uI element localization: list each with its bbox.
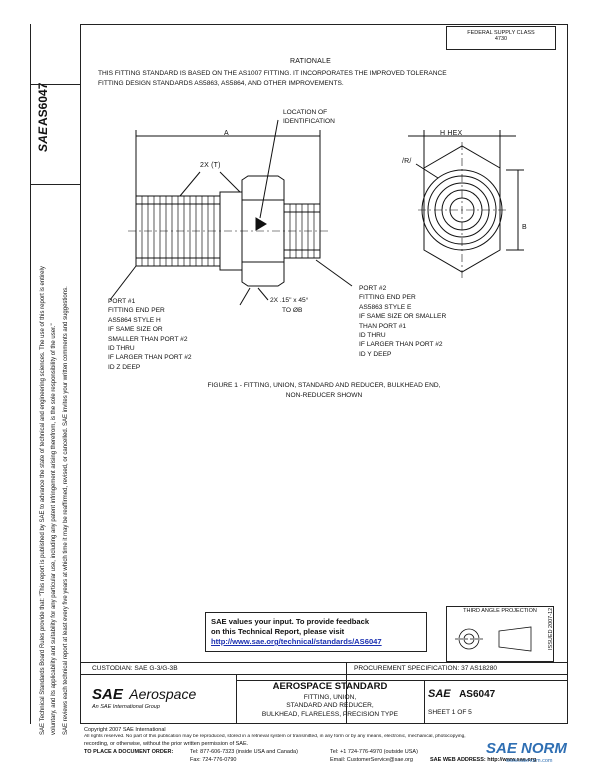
fitting-drawing (109, 119, 524, 306)
projection-box: THIRD ANGLE PROJECTION (446, 606, 554, 662)
projection-label: THIRD ANGLE PROJECTION (463, 608, 537, 614)
dim-2x-t-label: 2X (T) (200, 162, 221, 169)
drawing-frame (80, 24, 568, 724)
dim-h-hex-label: H HEX (440, 130, 463, 137)
port1-note: PORT #1 FITTING END PER AS5864 STYLE H I… (108, 298, 192, 371)
feedback-line-1: SAE values your input. To provide feedba… (211, 617, 370, 626)
order-label: TO PLACE A DOCUMENT ORDER: (84, 749, 174, 755)
feedback-link[interactable]: http://www.sae.org/technical/standards/A… (211, 637, 382, 646)
fax: Fax: 724-776-0790 (190, 757, 237, 763)
standard-title: AEROSPACE STANDARD (272, 681, 388, 692)
rationale-title: RATIONALE (290, 58, 331, 65)
feedback-line-2: on this Technical Report, please visit (211, 627, 345, 636)
margin-disclaimer-2: voluntary, and its applicability and sui… (51, 323, 57, 735)
sym-r-label: /R/ (402, 158, 412, 165)
web-address[interactable]: SAE WEB ADDRESS: http://www.sae.org (430, 757, 537, 763)
sheet-label: SHEET 1 OF 5 (428, 709, 472, 716)
dim-a-label: A (224, 130, 229, 137)
margin-disclaimer-1: SAE Technical Standards Board Rules prov… (40, 266, 46, 735)
feedback-box: SAE values your input. To provide feedba… (205, 612, 427, 652)
supply-class-label: FEDERAL SUPPLY CLASS (467, 30, 535, 36)
sae-norm-watermark: SAE NORM www.saenorm.com (486, 740, 567, 764)
margin-doc-id: AS6047 (36, 82, 50, 126)
email[interactable]: Email: CustomerService@sae.org (330, 757, 413, 763)
rights-line-1: All rights reserved. No part of this pub… (84, 734, 466, 739)
supply-class-box: FEDERAL SUPPLY CLASS 4730 (446, 26, 556, 50)
supply-class-value: 4730 (494, 36, 508, 42)
doc-number-block: SAE AS6047 (428, 688, 496, 700)
figure-caption: FIGURE 1 - FITTING, UNION, STANDARD AND … (207, 382, 441, 399)
copyright: Copyright 2007 SAE International (84, 727, 166, 733)
rights-line-2: recording, or otherwise, without the pri… (84, 741, 249, 747)
rationale-line-2: FITTING DESIGN STANDARDS AS5863, AS5864,… (98, 80, 344, 87)
dim-b-label: B (522, 224, 527, 231)
chamfer-label: 2X .15" x 45° TO ØB (270, 297, 309, 314)
issued-label: ISSUED 2007-12 (548, 607, 554, 650)
port2-note: PORT #2 FITTING END PER AS5863 STYLE E I… (359, 285, 447, 358)
rationale-line-1: THIS FITTING STANDARD IS BASED ON THE AS… (98, 70, 447, 77)
tel-outside: Tel: +1 724-776-4970 (outside USA) (330, 749, 418, 755)
custodian-label: CUSTODIAN: SAE G-3/G-3B (92, 665, 178, 672)
tel-inside: Tel: 877-606-7323 (inside USA and Canada… (190, 749, 298, 755)
margin-disclaimer-3: SAE reviews each technical report at lea… (63, 286, 69, 735)
margin-doc-logo: SAE (36, 126, 50, 152)
procurement-label: PROCUREMENT SPECIFICATION: 37 AS18280 (354, 665, 498, 672)
standard-description: FITTING, UNION, STANDARD AND REDUCER, BU… (261, 694, 399, 718)
location-label: LOCATION OF IDENTIFICATION (283, 109, 335, 125)
sae-aerospace-logo: SAE Aerospace An SAE International Group (92, 686, 197, 710)
projection-symbol-icon (455, 626, 532, 652)
